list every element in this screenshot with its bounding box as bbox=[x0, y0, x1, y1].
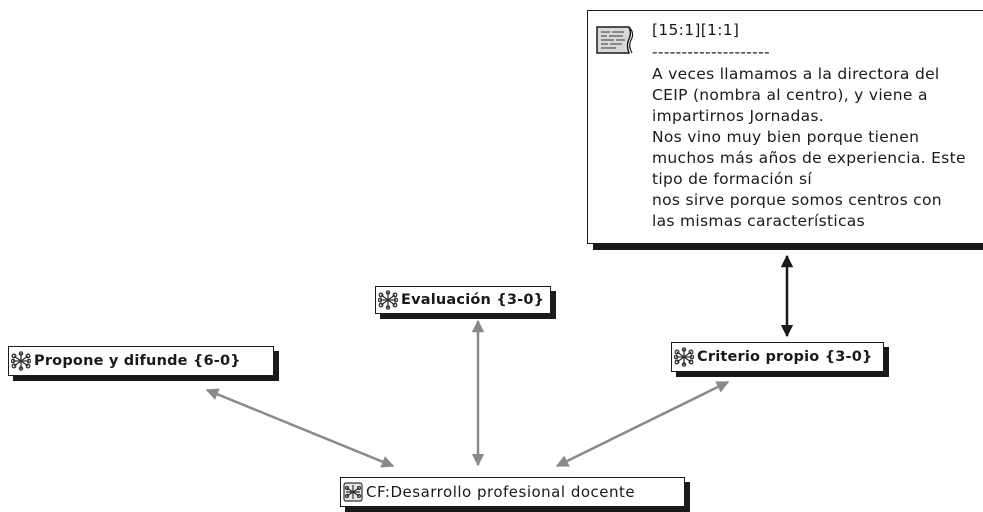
quote-line: muchos más años de experiencia. Este bbox=[652, 149, 966, 167]
quotation-box[interactable]: [15:1][1:1] -------------------- A veces… bbox=[587, 10, 983, 244]
link-propone-cf bbox=[205, 388, 395, 468]
network-code-icon bbox=[11, 351, 31, 371]
node-label: Propone y difunde {6-0} bbox=[34, 353, 241, 369]
link-criterio-cf bbox=[555, 380, 730, 468]
network-code-icon bbox=[378, 290, 398, 310]
network-code-icon bbox=[674, 347, 694, 367]
quote-line: las mismas características bbox=[652, 212, 865, 230]
quote-line: impartirnos Jornadas. bbox=[652, 107, 825, 125]
quote-separator: -------------------- bbox=[652, 43, 770, 61]
quote-reference: [15:1][1:1] bbox=[652, 21, 740, 39]
code-family-icon bbox=[343, 482, 363, 502]
node-label: Criterio propio {3-0} bbox=[697, 349, 873, 365]
node-label: Evaluación {3-0} bbox=[401, 292, 545, 308]
quote-line: CEIP (nombra al centro), y viene a bbox=[652, 86, 928, 104]
node-label: CF:Desarrollo profesional docente bbox=[366, 483, 636, 501]
quote-line: A veces llamamos a la directora del bbox=[652, 65, 940, 83]
node-cf-desarrollo-profesional[interactable]: CF:Desarrollo profesional docente bbox=[340, 477, 685, 507]
node-evaluacion[interactable]: Evaluación {3-0} bbox=[375, 286, 551, 314]
node-propone-y-difunde[interactable]: Propone y difunde {6-0} bbox=[8, 346, 274, 376]
quote-line: tipo de formación sí bbox=[652, 170, 813, 188]
quote-line: nos sirve porque somos centros con bbox=[652, 191, 942, 209]
quotation-document-icon bbox=[596, 26, 634, 54]
node-criterio-propio[interactable]: Criterio propio {3-0} bbox=[671, 342, 884, 372]
quote-line: Nos vino muy bien porque tienen bbox=[652, 128, 920, 146]
